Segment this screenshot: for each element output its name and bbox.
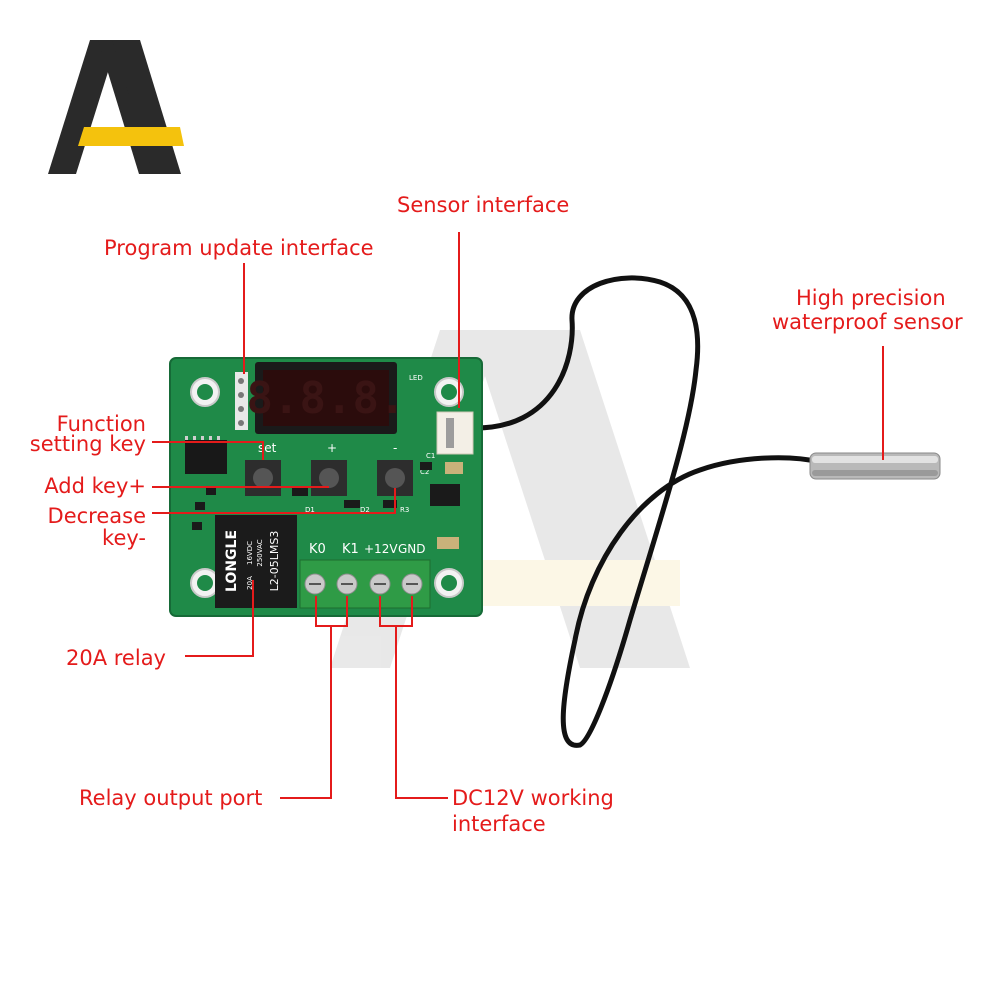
silk-plus: + [327, 441, 337, 455]
relay-brand: LONGLE [224, 530, 240, 592]
silk-d2: D2 [360, 506, 370, 514]
relay: LONGLE 20A 16VDC 250VAC L2-05LMS3 [215, 515, 297, 608]
terminal-label-k0: K0 [309, 542, 326, 557]
silk-r3: R3 [400, 506, 409, 514]
silk-set: set [258, 441, 277, 455]
label-relay-output-port: Relay output port [79, 786, 263, 810]
label-add-key: Add key+ [44, 474, 146, 498]
silk-led: LED [409, 374, 423, 382]
label-waterproof-sensor: waterproof sensor [772, 310, 963, 334]
program-header [235, 372, 248, 430]
sensor-probe [809, 452, 941, 480]
label-function: Function [56, 412, 146, 436]
label-dc12v-working: DC12V working [452, 786, 614, 810]
label-20a-relay: 20A relay [66, 646, 166, 670]
add-button [311, 460, 347, 496]
sensor-connector [436, 411, 474, 455]
label-decrease: Decrease [47, 504, 146, 528]
label-sensor-interface: Sensor interface [397, 193, 570, 217]
silk-c2: C2 [420, 468, 429, 476]
silk-d1: D1 [305, 506, 315, 514]
leader-lines [152, 232, 884, 799]
terminal-block [299, 559, 431, 609]
relay-vdc: 16VDC [246, 541, 254, 565]
terminal-label-k1: K1 [342, 542, 359, 557]
ic-chip [185, 440, 227, 474]
silk-c1: C1 [426, 452, 435, 460]
sensor-cable [469, 275, 823, 748]
label-interface: interface [452, 812, 546, 836]
label-program-update-interface: Program update interface [104, 236, 374, 260]
brand-logo [48, 40, 184, 174]
display-digits: 8.8.8. [247, 373, 406, 424]
smd-parts [192, 462, 463, 549]
relay-vac: 250VAC [256, 539, 264, 566]
mounting-holes [190, 377, 464, 598]
led-display: 8.8.8. [247, 362, 406, 434]
set-button [245, 460, 281, 496]
label-setting-key: setting key [29, 432, 146, 456]
terminal-label-gnd: GND [398, 542, 426, 556]
relay-model: L2-05LMS3 [268, 531, 281, 592]
relay-amp: 20A [246, 576, 254, 590]
silk-minus: - [393, 441, 397, 455]
decrease-button [377, 460, 413, 496]
label-high-precision: High precision [796, 286, 946, 310]
terminal-label-12v: +12V [364, 542, 398, 556]
label-key-minus: key- [102, 526, 146, 550]
